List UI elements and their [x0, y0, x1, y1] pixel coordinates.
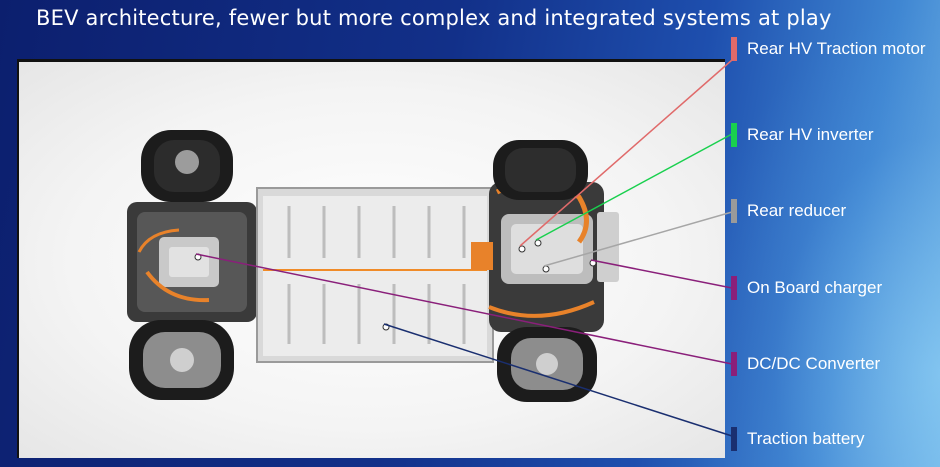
leader-traction-motor	[519, 59, 733, 247]
label-rear-traction-motor: Rear HV Traction motor	[731, 37, 937, 61]
chassis-photo	[17, 59, 725, 458]
inverter-marker	[534, 239, 542, 247]
front-wheel-top	[141, 130, 233, 202]
label-on-board-charger: On Board charger	[731, 276, 937, 300]
label-rear-inverter: Rear HV inverter	[731, 123, 937, 147]
label-traction-battery: Traction battery	[731, 427, 937, 451]
rear-wheel-bottom	[497, 327, 597, 402]
front-axle	[127, 202, 257, 322]
label-rear-reducer: Rear reducer	[731, 199, 937, 223]
leader-inverter	[535, 133, 733, 241]
motor-marker	[518, 245, 526, 253]
front-wheel-bottom	[129, 320, 234, 400]
label-dcdc-converter: DC/DC Converter	[731, 352, 937, 376]
leader-dcdc	[195, 253, 733, 365]
leader-battery	[383, 323, 733, 437]
leader-reducer	[543, 211, 733, 267]
leader-charger	[590, 259, 733, 289]
battery-pack	[256, 187, 494, 363]
rear-wheel-top	[493, 140, 588, 200]
slide-title: BEV architecture, fewer but more complex…	[36, 6, 832, 30]
ev-chassis-illustration	[127, 130, 619, 402]
